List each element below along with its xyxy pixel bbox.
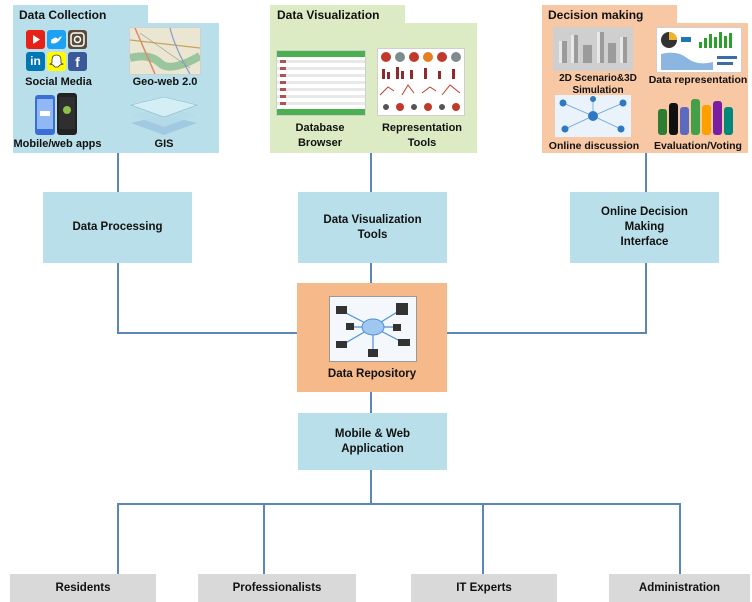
data-collection-title: Data Collection [19,8,107,22]
data-processing-box: Data Processing [43,192,192,263]
online-decision-making-label: Online Decision Making Interface [601,206,688,248]
data-representation-thumbnail [656,27,742,73]
professionalists-label: Professionalists [232,581,322,594]
user-box-professionalists: Professionalists [198,574,356,602]
connector-online-down [645,262,647,333]
simulation-3d-thumbnail [553,27,633,71]
connector-administration [679,503,681,574]
decision-making-title: Decision making [548,8,644,22]
data-visualization-tools-box: Data Visualization Tools [298,192,447,263]
facebook-icon: f [68,52,87,71]
user-box-residents: Residents [10,574,156,602]
mobile-web-application-box: Mobile & Web Application [298,413,447,470]
instagram-icon [68,30,87,49]
online-decision-making-box: Online Decision Making Interface [570,192,719,263]
representation-tools-thumbnail [377,48,465,116]
connector-users-horizontal [117,503,681,505]
social-media-icons: in f [26,30,88,74]
linkedin-icon: in [26,52,45,71]
mobile-apps-icon [34,93,78,137]
data-processing-label: Data Processing [72,221,163,233]
youtube-icon [26,30,45,49]
gis-label: GIS [154,138,174,150]
geo-web-map-thumbnail [129,27,201,75]
data-visualization-title: Data Visualization [277,8,380,22]
simulation-label: 2D Scenario&3D Simulation [559,73,637,96]
representation-tools-label: Representation Tools [381,122,463,149]
data-repository-label: Data Repository [327,368,417,380]
user-box-administration: Administration [609,574,750,602]
online-discussion-label: Online discussion [548,140,640,152]
connector-vis-panel-vis-tools [370,152,372,192]
connector-it-experts [482,503,484,574]
evaluation-voting-label: Evaluation/Voting [654,140,742,152]
it-experts-label: IT Experts [456,581,512,594]
user-box-it-experts: IT Experts [411,574,557,602]
online-discussion-thumbnail [555,95,631,137]
connector-collection-processing [117,152,119,192]
residents-label: Residents [55,581,111,594]
mobile-web-apps-label: Mobile/web apps [13,138,102,150]
twitter-icon [47,30,66,49]
connector-repository-mobile [370,391,372,413]
connector-right-horizontal [446,332,647,334]
database-browser-thumbnail [276,50,366,116]
connector-left-horizontal [117,332,298,334]
connector-mobile-down [370,469,372,504]
database-browser-label: Database Browser [295,122,345,149]
connector-professionalists [263,503,265,574]
connector-residents [117,503,119,574]
mobile-web-application-label: Mobile & Web Application [334,427,411,455]
social-media-label: Social Media [25,76,92,88]
data-visualization-tools-label: Data Visualization Tools [323,213,422,241]
connector-processing-down [117,262,119,333]
gis-layers-thumbnail [129,93,199,137]
connector-decision-online [645,152,647,192]
connector-vis-tools-down [370,262,372,284]
snapchat-icon [47,52,66,71]
data-representation-label: Data representation [648,74,748,86]
data-repository-network-image [329,296,417,362]
geo-web-label: Geo-web 2.0 [132,76,198,88]
administration-label: Administration [638,581,721,594]
evaluation-voting-thumbnail [656,95,740,137]
